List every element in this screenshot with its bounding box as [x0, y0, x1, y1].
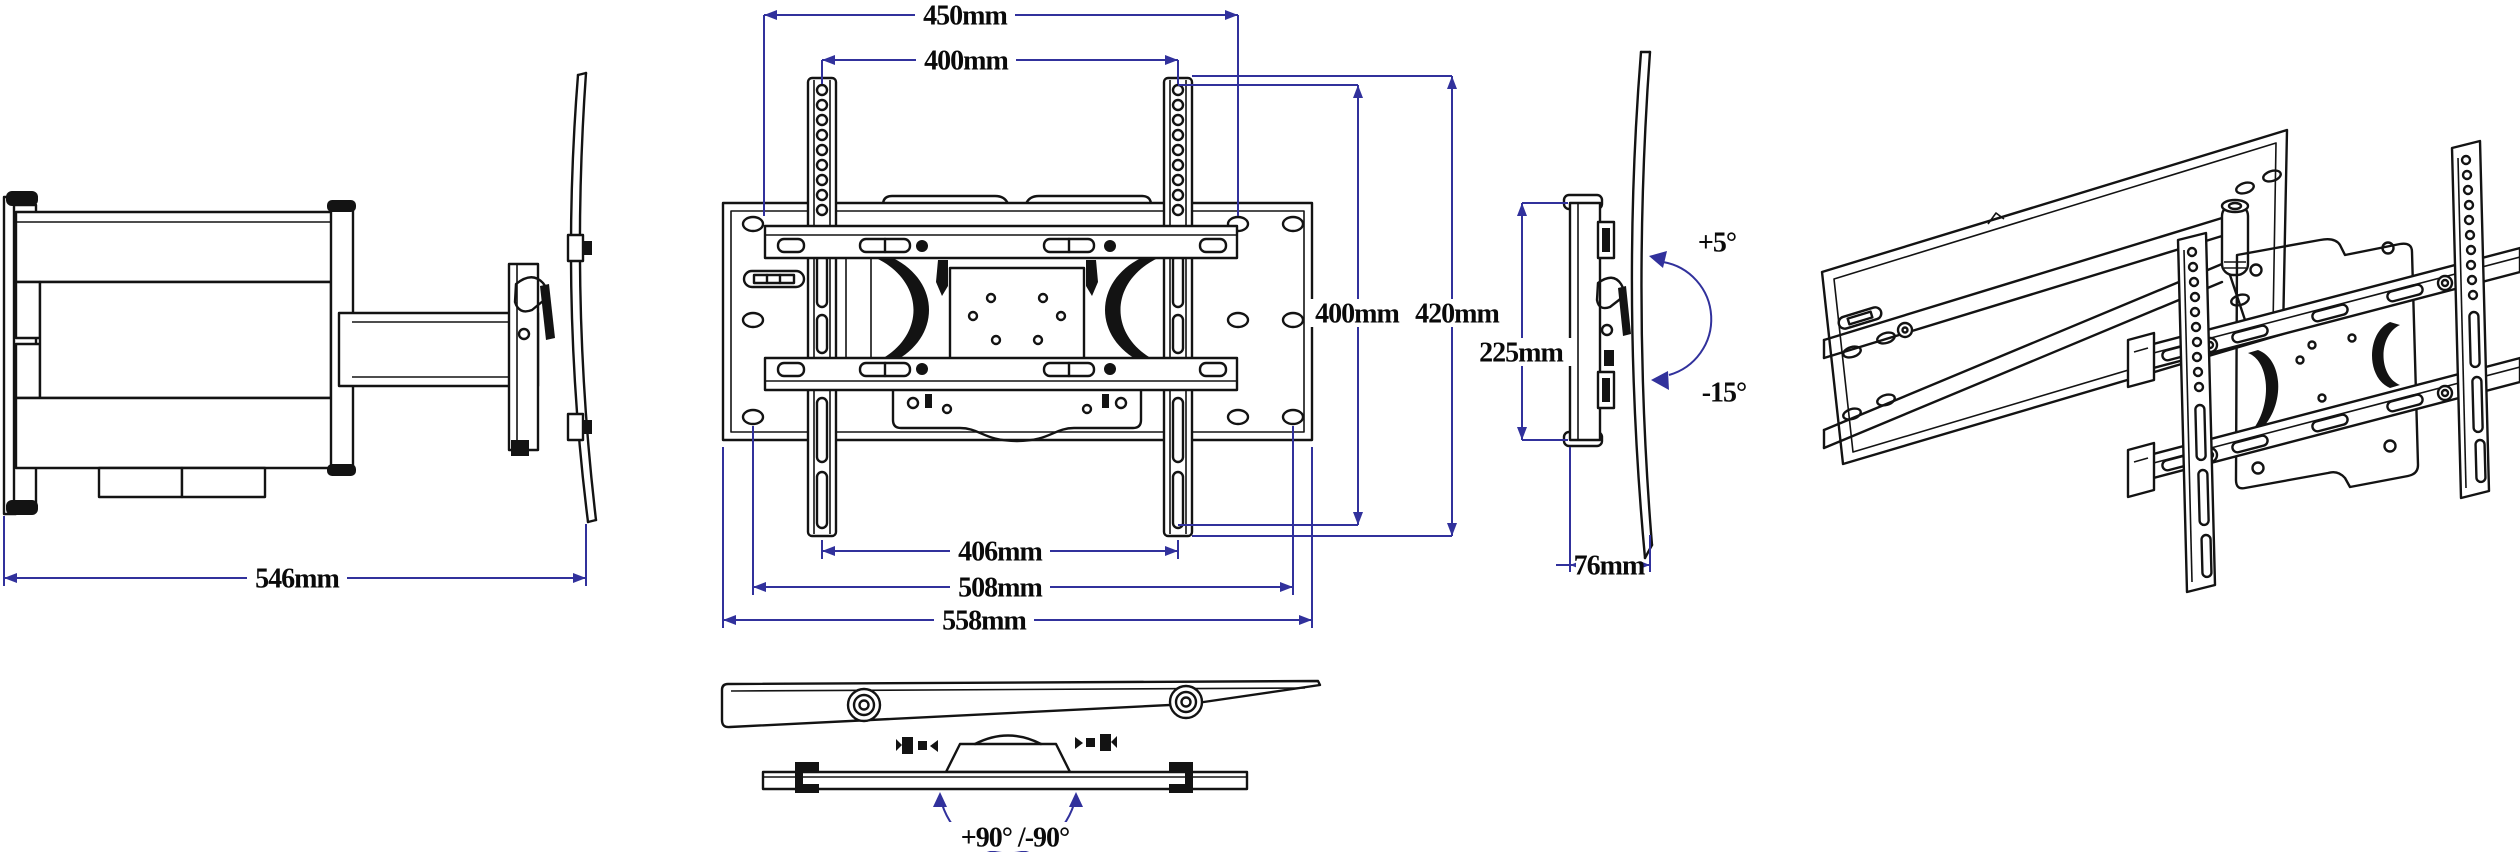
arm-bottom — [14, 396, 354, 470]
angle-label-down: -15° — [1702, 378, 1747, 409]
arm-middle — [38, 280, 333, 400]
dim-label-400-top: 400mm — [924, 46, 1008, 77]
wall-clip-left — [795, 762, 819, 793]
vesa-rail-left — [806, 76, 838, 538]
swivel-mechanism — [944, 742, 1072, 774]
tv-bracket-profile — [507, 262, 540, 452]
vesa-rail-left-3d — [2176, 231, 2217, 594]
view-side-folded: 546mm — [2, 71, 598, 595]
tilt-lever — [1618, 286, 1631, 336]
horizontal-rail-bottom-3d — [2126, 356, 2520, 499]
view-side-profile: +5° -15° 225mm 76mm — [1470, 50, 1761, 582]
view-perspective — [1820, 128, 2520, 594]
wall-bracket-bottom-foot — [6, 500, 38, 515]
vesa-rail-right-3d — [2450, 139, 2491, 500]
wall-plate-profile — [1568, 201, 1602, 442]
horizontal-rail-top — [763, 224, 1239, 260]
dim-label-546: 546mm — [255, 564, 339, 595]
dimension-508: 508mm — [752, 426, 1294, 604]
view-top-swivel: +90° /-90° — [720, 679, 1322, 852]
tilt-lock-lever — [540, 284, 555, 340]
angle-label-swivel: +90° /-90° — [961, 823, 1069, 852]
dim-label-400-right: 400mm — [1315, 299, 1399, 330]
dim-label-406: 406mm — [958, 537, 1042, 568]
vesa-adapter-3d — [2234, 237, 2420, 490]
dimension-400-top: 400mm — [821, 46, 1179, 84]
tilt-angle-indicator: +5° -15° — [1649, 228, 1761, 409]
dim-label-450: 450mm — [923, 1, 1007, 32]
wall-plate-3d — [1820, 128, 2289, 466]
vesa-rail-right — [1162, 76, 1194, 538]
dimension-420-right: 420mm — [1192, 75, 1506, 537]
tv-panel-profile-right — [1630, 50, 1647, 560]
dimension-546: 546mm — [3, 516, 587, 595]
hinge-post-3d — [2220, 198, 2250, 322]
tv-panel-profile — [569, 73, 590, 524]
wall-plate-3d-holes — [1837, 169, 2282, 421]
dimension-450: 450mm — [763, 1, 1239, 216]
dimension-558: 558mm — [722, 447, 1313, 637]
swivel-pivot-right — [1168, 684, 1204, 720]
dimension-406: 406mm — [821, 537, 1179, 568]
articulating-mechanism — [845, 258, 1158, 443]
swivel-angle-indicator: +90° /-90° — [930, 792, 1100, 852]
dim-label-420-right: 420mm — [1415, 299, 1499, 330]
dim-label-508: 508mm — [958, 573, 1042, 604]
view-front: 450mm 400mm 406mm 508 — [721, 1, 1506, 637]
dimension-76: 76mm — [1556, 447, 1651, 582]
dim-label-76: 76mm — [1574, 551, 1645, 582]
dim-label-558: 558mm — [942, 606, 1026, 637]
wall-clip-right — [1169, 762, 1193, 793]
wall-plate-holes — [741, 215, 1305, 426]
dimension-400-right: 400mm — [1178, 84, 1406, 526]
swivel-pivot-left — [846, 687, 882, 723]
arms-3d — [1822, 216, 2224, 450]
wall-bracket-top-foot — [6, 191, 38, 206]
horizontal-rail-bottom — [763, 356, 1239, 392]
fore-arm — [337, 311, 540, 388]
angle-label-up: +5° — [1698, 228, 1736, 259]
dim-label-225: 225mm — [1479, 338, 1563, 369]
dimension-225: 225mm — [1470, 202, 1572, 441]
